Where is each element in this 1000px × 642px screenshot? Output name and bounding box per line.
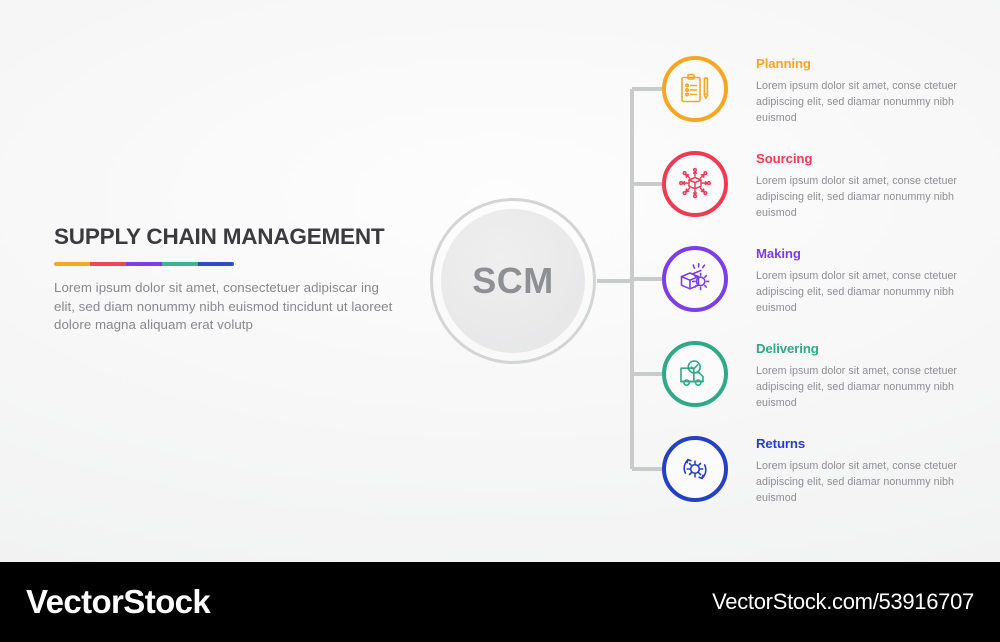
box-distribution-network-icon <box>677 167 713 201</box>
accent-segment-5 <box>198 261 234 267</box>
box-gear-manufacturing-icon-circle[interactable] <box>662 246 728 312</box>
stage-item-heading: Returns <box>756 436 806 451</box>
center-hub: SCM <box>430 198 596 364</box>
accent-color-bar <box>54 261 234 267</box>
stage-item-heading: Making <box>756 246 801 261</box>
page-subtitle: Lorem ipsum dolor sit amet, consectetuer… <box>54 280 393 332</box>
stage-item-body: Lorem ipsum dolor sit amet, conse ctetue… <box>756 364 958 409</box>
delivery-truck-check-icon-circle[interactable] <box>662 341 728 407</box>
gear-return-arrows-icon <box>678 452 712 486</box>
headline-block: SUPPLY CHAIN MANAGEMENT Lorem ipsum dolo… <box>54 224 404 334</box>
box-distribution-network-icon-circle[interactable] <box>662 151 728 217</box>
stage-item-body: Lorem ipsum dolor sit amet, conse ctetue… <box>756 459 958 504</box>
stage-item-body: Lorem ipsum dolor sit amet, conse ctetue… <box>756 79 958 124</box>
clipboard-checklist-pen-icon-circle[interactable] <box>662 56 728 122</box>
hub-label: SCM <box>472 260 554 301</box>
vectorstock-logo: VectorStock <box>26 583 211 620</box>
vectorstock-url: VectorStock.com/53916707 <box>712 589 974 614</box>
accent-segment-3 <box>126 261 162 267</box>
stage-item-heading: Planning <box>756 56 811 71</box>
watermark-footer: VectorStock VectorStock.com/53916707 <box>0 562 1000 642</box>
page-title: SUPPLY CHAIN MANAGEMENT <box>54 224 385 249</box>
infographic-canvas: SUPPLY CHAIN MANAGEMENT Lorem ipsum dolo… <box>0 0 1000 562</box>
accent-segment-1 <box>54 261 90 267</box>
hub-outer-ring <box>430 198 596 364</box>
accent-segment-4 <box>162 261 198 267</box>
delivery-truck-check-icon <box>678 359 712 389</box>
gear-return-arrows-icon-circle[interactable] <box>662 436 728 502</box>
accent-segment-2 <box>90 261 126 267</box>
connector-path <box>597 87 662 471</box>
clipboard-checklist-pen-icon <box>678 72 712 106</box>
stage-item-heading: Sourcing <box>756 151 813 166</box>
box-gear-manufacturing-icon <box>678 262 712 296</box>
stage-item-body: Lorem ipsum dolor sit amet, conse ctetue… <box>756 269 958 314</box>
stage-item-body: Lorem ipsum dolor sit amet, conse ctetue… <box>756 174 958 219</box>
stage-item-heading: Delivering <box>756 341 819 356</box>
